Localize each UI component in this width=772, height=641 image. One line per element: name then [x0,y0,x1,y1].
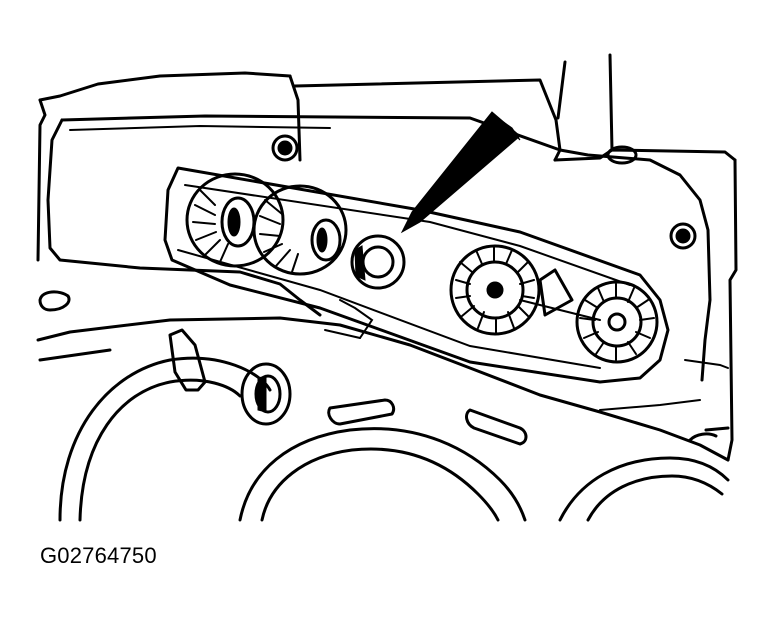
pointer-arrow [400,111,521,234]
middle-camshaft-gear [252,184,348,276]
bolt-upper-left [271,134,299,162]
bolt-right [669,222,697,250]
timing-chain-housing [163,166,670,384]
figure-code: G02764750 [40,543,157,568]
left-camshaft-gear [185,172,285,268]
coolant-port [168,328,207,392]
head-gasket-outline [36,316,730,462]
oil-passage-right [465,408,528,446]
chain-tensioner-bolt [350,234,406,290]
oil-passage-center [327,398,396,426]
sprocket-link-arm [519,268,601,321]
cylinder-bore-right [558,456,730,522]
head-bolt-hole [240,362,292,426]
cylinder-bore-center [238,427,527,522]
timing-cover-plate [46,114,729,411]
cylinder-bore-left [58,356,272,522]
chain-guide [324,299,374,339]
right-sprocket-right [575,280,659,364]
oil-passage-left [38,290,71,312]
water-jacket-slot [688,426,730,442]
right-sprocket-left [449,244,541,336]
bolt-upper-right [606,145,638,165]
